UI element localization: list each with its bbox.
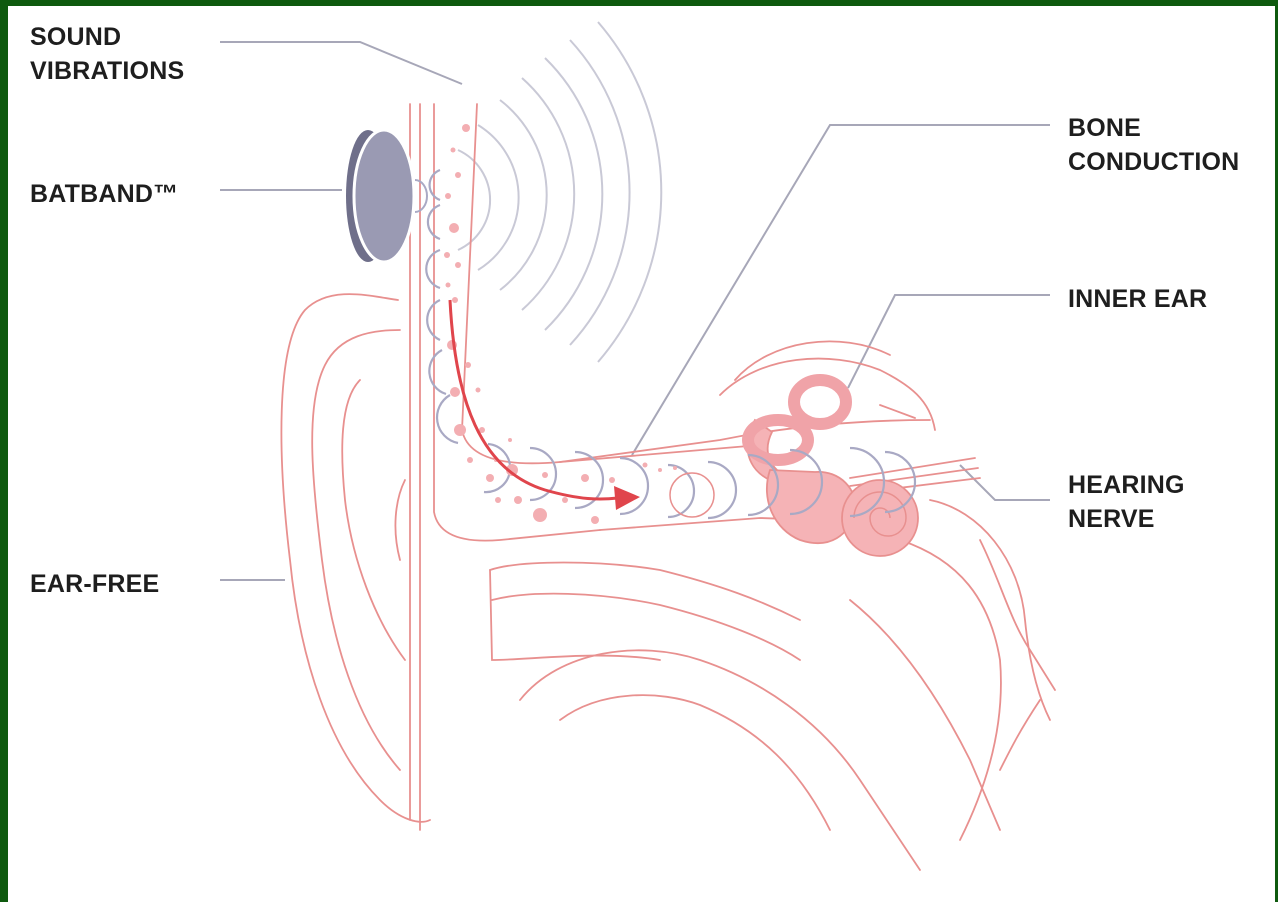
label-hearing-nerve-line2: NERVE bbox=[1068, 502, 1185, 536]
leader-inner-ear bbox=[848, 295, 1050, 388]
batband-device-icon bbox=[346, 130, 427, 262]
bone-vibration-arcs bbox=[426, 170, 915, 518]
sound-waves bbox=[458, 22, 661, 362]
label-sound-vibrations-line2: VIBRATIONS bbox=[30, 54, 184, 88]
label-sound-vibrations-line1: SOUND bbox=[30, 20, 184, 54]
label-bone-conduction-line1: BONE bbox=[1068, 111, 1239, 145]
label-hearing-nerve: HEARING NERVE bbox=[1068, 468, 1185, 536]
vibration-particles bbox=[444, 124, 677, 524]
label-bone-conduction: BONE CONDUCTION bbox=[1068, 111, 1239, 179]
leader-hearing-nerve bbox=[960, 465, 1050, 500]
label-sound-vibrations: SOUND VIBRATIONS bbox=[30, 20, 184, 88]
label-hearing-nerve-line1: HEARING bbox=[1068, 468, 1185, 502]
leader-sound-vibrations bbox=[220, 42, 462, 84]
label-batband: BATBAND™ bbox=[30, 177, 178, 211]
label-inner-ear: INNER EAR bbox=[1068, 282, 1207, 316]
label-bone-conduction-line2: CONDUCTION bbox=[1068, 145, 1239, 179]
label-ear-free: EAR-FREE bbox=[30, 567, 159, 601]
